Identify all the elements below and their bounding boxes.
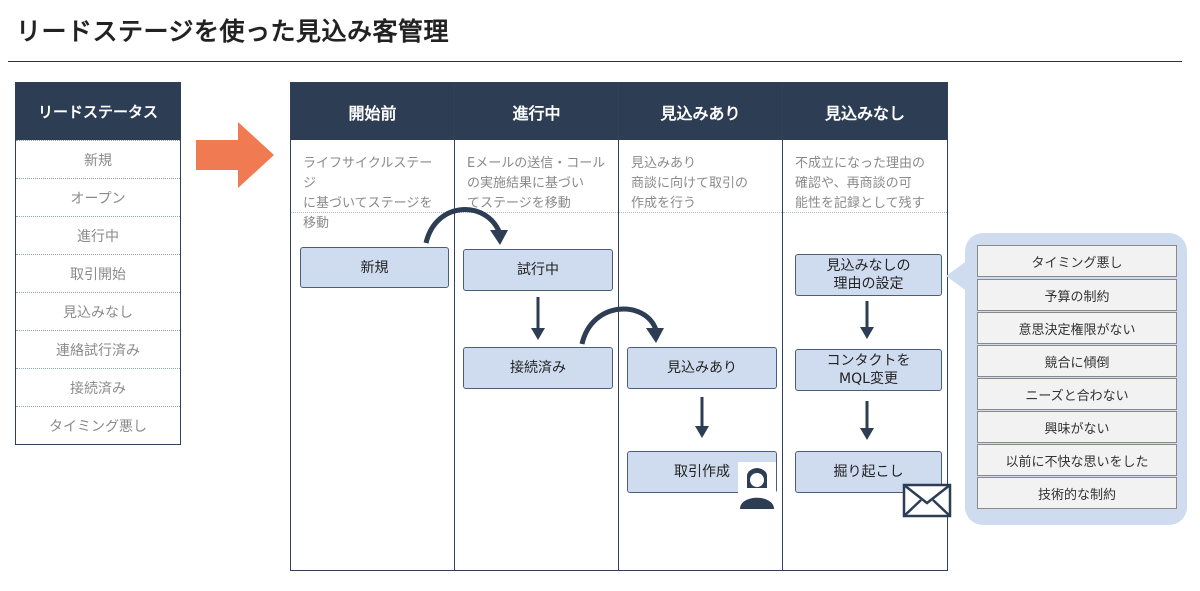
right-arrow-icon	[196, 122, 274, 188]
reason-competitor: 競合に傾倒	[977, 345, 1177, 377]
column-header: 見込みなし	[783, 83, 947, 140]
column-header: 開始前	[291, 83, 454, 140]
status-item-open: オープン	[16, 178, 180, 216]
box-prospect: 見込みあり	[627, 347, 777, 389]
column-description: 不成立になった理由の 確認や、再商談の可 能性を記録として残す	[783, 140, 947, 213]
reason-no-interest: 興味がない	[977, 411, 1177, 443]
reason-bad-timing: タイミング悪し	[977, 245, 1177, 277]
reason-budget: 予算の制約	[977, 279, 1177, 311]
status-item-contact-attempted: 連絡試行済み	[16, 330, 180, 368]
box-dig-up: 掘り起こし	[795, 451, 942, 493]
title-divider	[8, 61, 1182, 62]
status-item-bad-timing: タイミング悪し	[16, 406, 180, 444]
box-connected: 接続済み	[463, 347, 613, 389]
box-new: 新規	[300, 247, 449, 288]
box-mql-change: コンタクトを MQL変更	[795, 349, 942, 391]
column-no-prospect: 見込みなし 不成立になった理由の 確認や、再商談の可 能性を記録として残す	[783, 83, 947, 570]
column-in-progress: 進行中 Eメールの送信・コール の実施結果に基づい てステージを移動	[455, 83, 619, 570]
reason-needs-mismatch: ニーズと合わない	[977, 378, 1177, 410]
reason-no-authority: 意思決定権限がない	[977, 312, 1177, 344]
box-create-deal: 取引作成	[627, 451, 777, 493]
column-before-start: 開始前 ライフサイクルステージ に基づいてステージを 移動	[291, 83, 455, 570]
status-item-deal-start: 取引開始	[16, 254, 180, 292]
box-no-prospect-reason: 見込みなしの 理由の設定	[795, 254, 942, 296]
lead-status-list: リードステータス 新規 オープン 進行中 取引開始 見込みなし 連絡試行済み 接…	[15, 82, 181, 445]
status-item-connected: 接続済み	[16, 368, 180, 406]
column-prospect: 見込みあり 見込みあり 商談に向けて取引の 作成を行う	[619, 83, 783, 570]
column-description: 見込みあり 商談に向けて取引の 作成を行う	[619, 140, 782, 213]
lead-stage-board: 開始前 ライフサイクルステージ に基づいてステージを 移動 進行中 Eメールの送…	[290, 82, 948, 571]
lead-status-header: リードステータス	[16, 82, 180, 140]
status-item-no-prospect: 見込みなし	[16, 292, 180, 330]
box-trying: 試行中	[463, 249, 613, 291]
status-item-new: 新規	[16, 140, 180, 178]
column-description: Eメールの送信・コール の実施結果に基づい てステージを移動	[455, 140, 618, 213]
reason-technical: 技術的な制約	[977, 477, 1177, 509]
page-title: リードステージを使った見込み客管理	[16, 17, 450, 46]
reason-bad-experience: 以前に不快な思いをした	[977, 444, 1177, 476]
status-item-in-progress: 進行中	[16, 216, 180, 254]
column-description: ライフサイクルステージ に基づいてステージを 移動	[291, 140, 454, 231]
column-header: 進行中	[455, 83, 618, 140]
column-header: 見込みあり	[619, 83, 782, 140]
